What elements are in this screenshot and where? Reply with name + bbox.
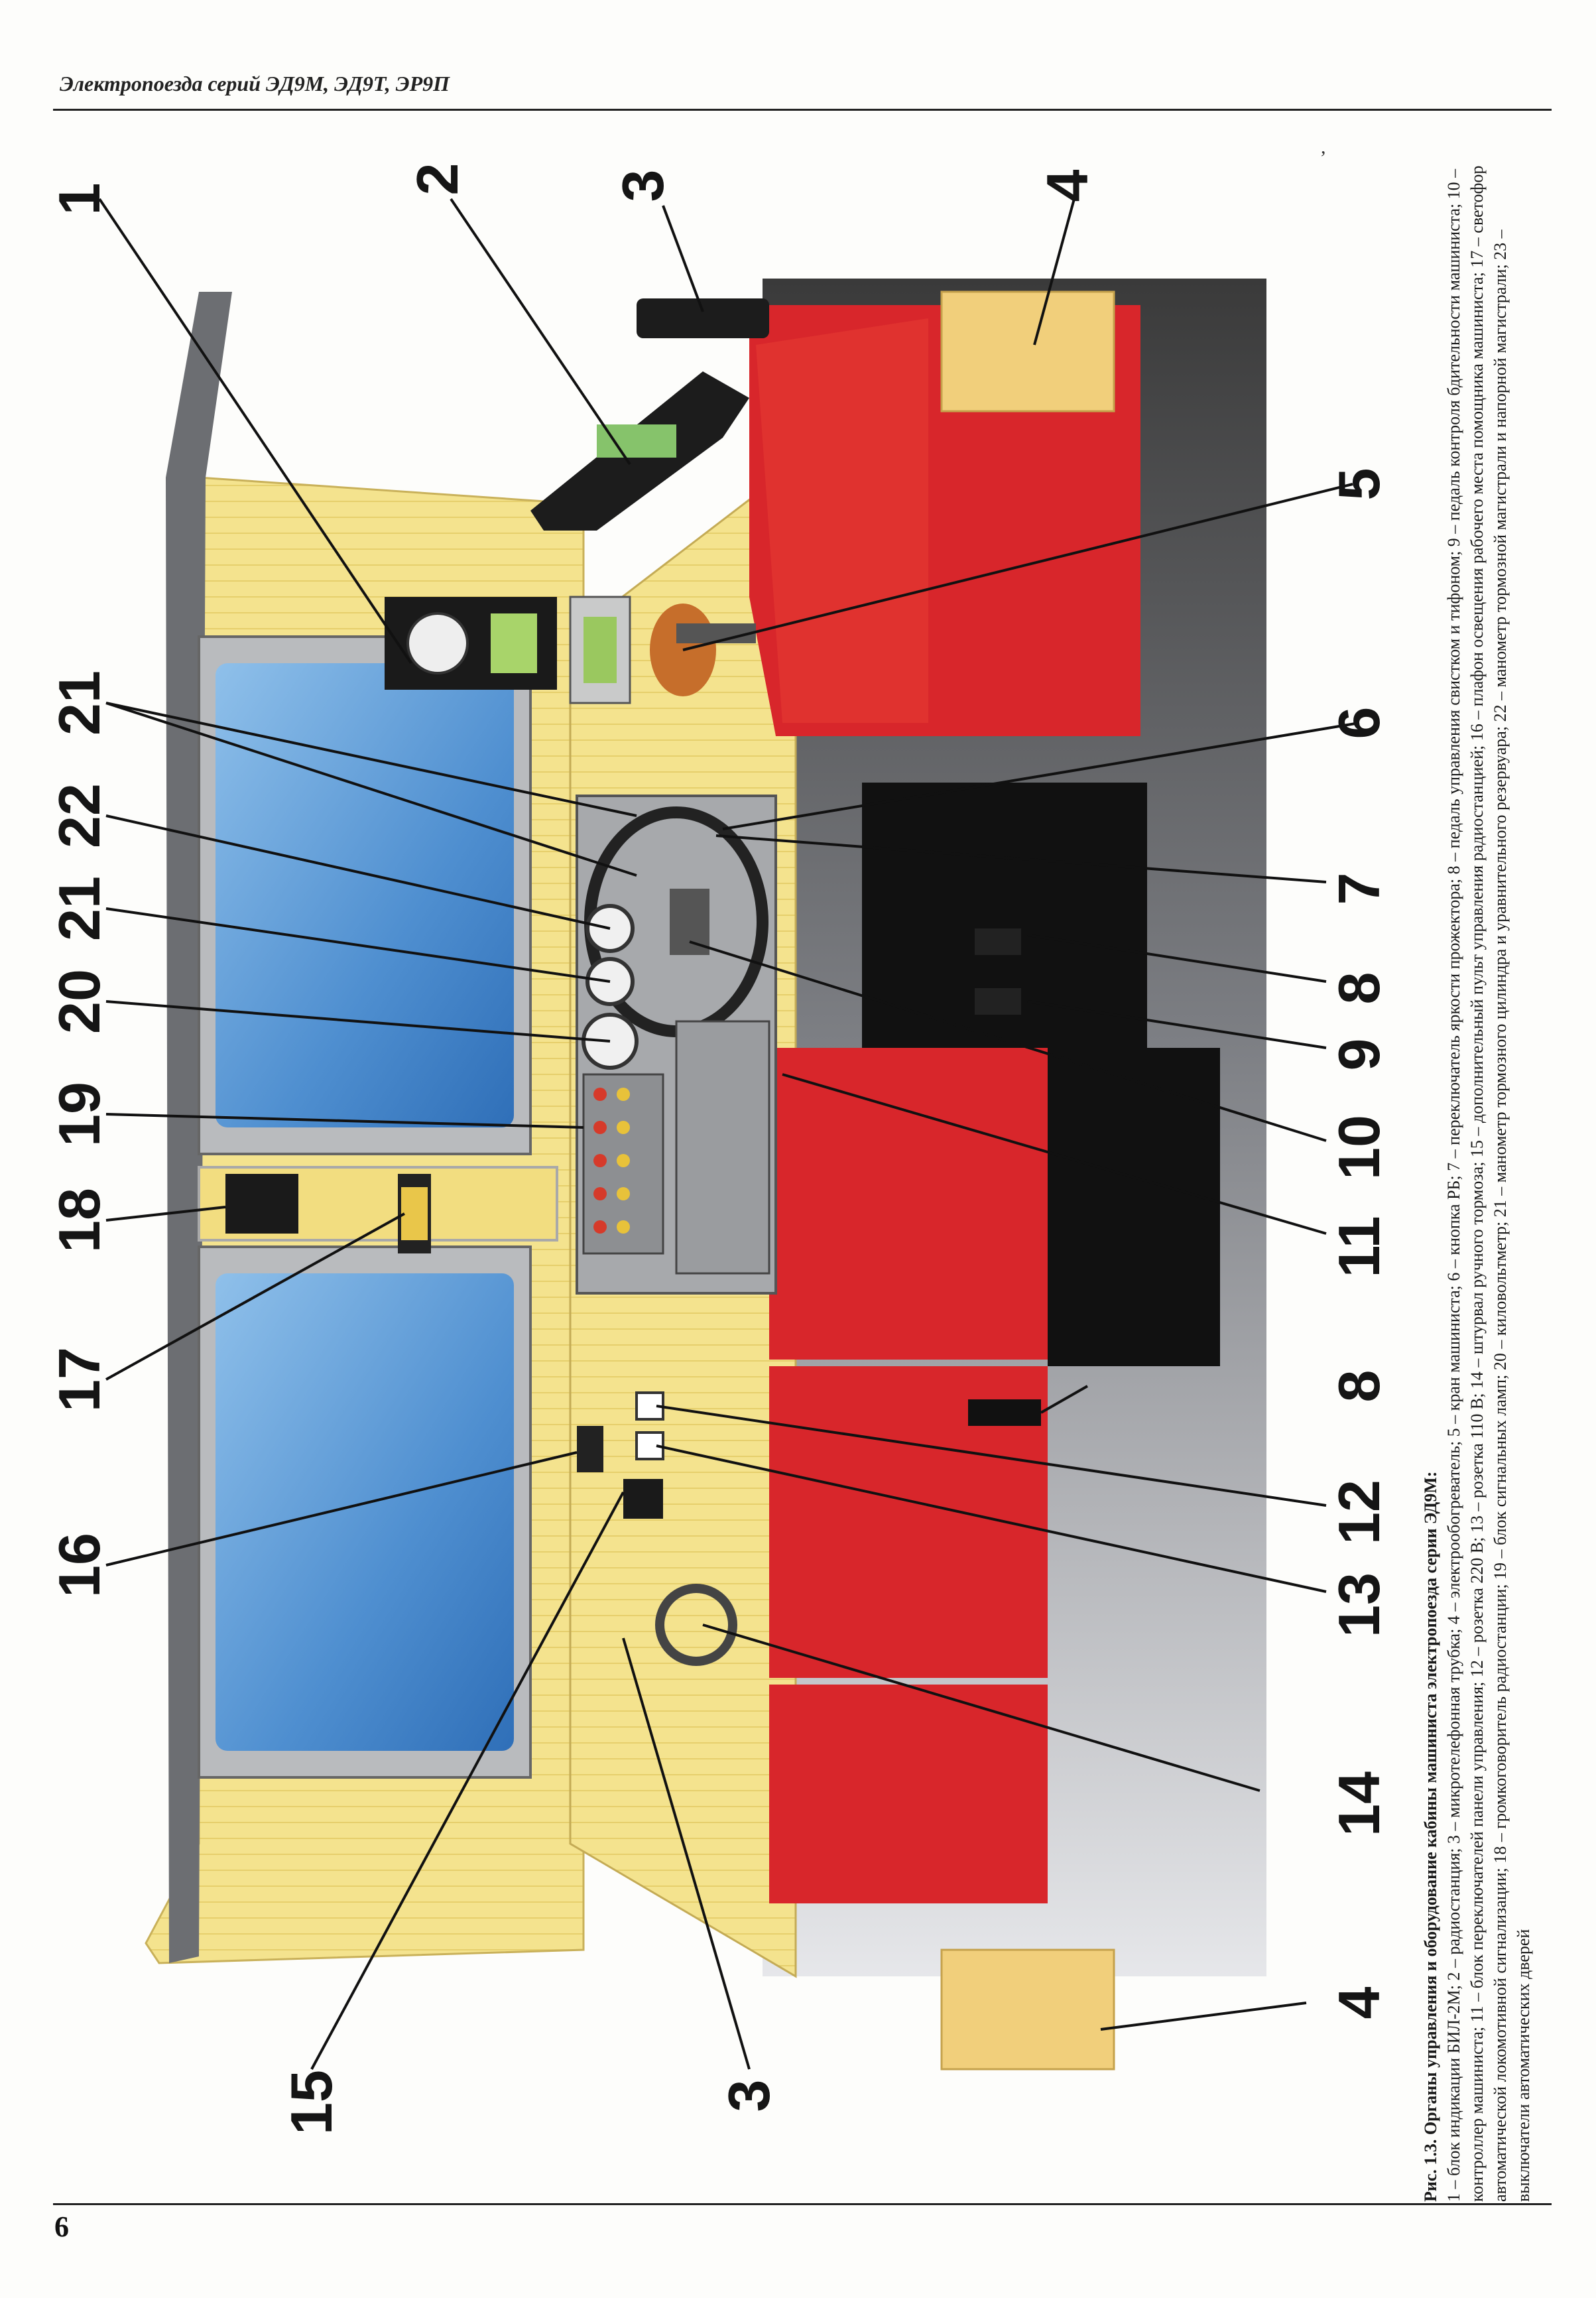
callout-15: 15 bbox=[278, 2070, 344, 2135]
radio-remote bbox=[623, 1479, 663, 1519]
red-cabinet-desk bbox=[756, 318, 928, 723]
callout-8-upper: 8 bbox=[1326, 972, 1392, 1005]
red-cabinet-bottom bbox=[769, 1685, 1048, 1903]
red-cabinet-middle bbox=[769, 1048, 1048, 1360]
callout-12: 12 bbox=[1326, 1480, 1392, 1545]
callout-16: 16 bbox=[46, 1533, 112, 1598]
callout-11: 11 bbox=[1326, 1216, 1392, 1277]
callout-8-lower: 8 bbox=[1326, 1370, 1392, 1403]
callout-3-top: 3 bbox=[610, 170, 676, 202]
loudspeaker bbox=[225, 1174, 298, 1234]
callout-10: 10 bbox=[1326, 1115, 1392, 1180]
handset bbox=[637, 298, 769, 338]
callout-4-top: 4 bbox=[1034, 169, 1100, 202]
bil-dial bbox=[406, 612, 469, 674]
callout-7: 7 bbox=[1326, 873, 1392, 905]
brake-valve-handle bbox=[676, 623, 756, 643]
windshield-upper bbox=[215, 663, 514, 1127]
handbrake-wheel bbox=[655, 1584, 737, 1666]
bil-screen bbox=[491, 613, 537, 673]
pedal-9 bbox=[975, 988, 1021, 1015]
callout-labels: 1 2 3 4 5 6 7 8 9 10 11 8 12 13 14 4 3 1… bbox=[46, 163, 1392, 2135]
callout-22: 22 bbox=[46, 783, 112, 848]
switch-block bbox=[675, 1020, 770, 1275]
callout-14: 14 bbox=[1326, 1771, 1392, 1836]
callout-18: 18 bbox=[46, 1188, 112, 1253]
leader-lines bbox=[98, 198, 1360, 2070]
callout-19: 19 bbox=[46, 1082, 112, 1147]
lamp-16 bbox=[577, 1426, 603, 1472]
callout-21-lower: 21 bbox=[46, 876, 112, 941]
callout-2: 2 bbox=[404, 163, 470, 196]
callout-21-upper: 21 bbox=[46, 670, 112, 735]
dark-footwell-lower bbox=[1048, 1048, 1220, 1366]
callout-13: 13 bbox=[1326, 1572, 1392, 1637]
page-number: 6 bbox=[54, 2210, 69, 2243]
controller-center bbox=[670, 889, 709, 955]
callout-4-bottom: 4 bbox=[1326, 1986, 1392, 2019]
caption-body: 1 – блок индикации БИЛ-2М; 2 – радиостан… bbox=[1444, 165, 1533, 2202]
pedal-8-upper bbox=[975, 928, 1021, 955]
heater-top bbox=[940, 290, 1115, 413]
callout-20: 20 bbox=[46, 969, 112, 1034]
callout-3-bottom: 3 bbox=[716, 2080, 782, 2112]
caption-title: Рис. 1.3. Органы управления и оборудован… bbox=[1421, 1471, 1440, 2202]
callout-5: 5 bbox=[1326, 468, 1392, 501]
windshield-lower bbox=[215, 1273, 514, 1751]
running-header: Электропоезда серий ЭД9М, ЭД9Т, ЭР9П bbox=[60, 72, 450, 96]
callout-17: 17 bbox=[46, 1347, 112, 1412]
callout-6: 6 bbox=[1326, 707, 1392, 739]
print-speck: , bbox=[1321, 136, 1326, 158]
footer-rule bbox=[53, 2203, 1552, 2205]
radio-display bbox=[597, 424, 676, 458]
signal-lamp-block bbox=[582, 1073, 664, 1255]
header-rule bbox=[53, 109, 1552, 111]
callout-9: 9 bbox=[1326, 1039, 1392, 1071]
callout-1: 1 bbox=[46, 183, 112, 216]
heater-bottom bbox=[940, 1948, 1115, 2071]
pedal-8-lower bbox=[968, 1399, 1041, 1426]
figure-caption: Рис. 1.3. Органы управления и оборудован… bbox=[1419, 146, 1585, 2202]
